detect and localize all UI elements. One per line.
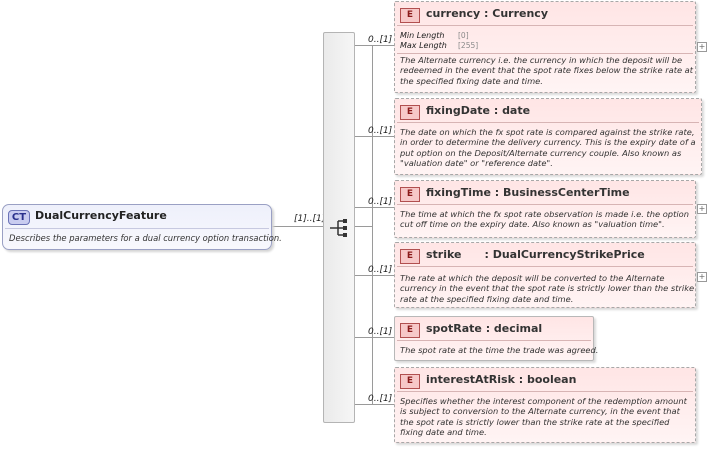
branch-strike: [353, 275, 395, 276]
element-divider: [397, 266, 693, 267]
sequence-icon: [330, 219, 347, 237]
element-spotRate[interactable]: E spotRate : decimal The spot rate at th…: [394, 316, 599, 361]
element-title: interestAtRisk : boolean: [426, 373, 577, 386]
complex-type-description: Describes the parameters for a dual curr…: [9, 233, 282, 243]
facet-max-length-value: [255]: [458, 41, 479, 50]
element-name: fixingTime: [426, 186, 491, 199]
element-type: Currency: [492, 7, 548, 20]
element-type: BusinessCenterTime: [502, 186, 630, 199]
element-divider-2: [397, 53, 693, 54]
expand-strike-icon[interactable]: +: [697, 272, 707, 282]
element-badge: E: [400, 323, 420, 338]
cardinality-currency: 0..[1]: [368, 35, 393, 45]
element-title: fixingTime : BusinessCenterTime: [426, 186, 630, 199]
branch-spotRate: [353, 337, 395, 338]
element-strike[interactable]: E strike : DualCurrencyStrikePrice The r…: [394, 242, 696, 308]
sequence-compositor[interactable]: [323, 32, 355, 423]
element-type: date: [502, 104, 531, 117]
element-currency[interactable]: E currency : Currency Min Length [0] Max…: [394, 1, 696, 93]
cardinality-interestAtRisk: 0..[1]: [368, 394, 393, 404]
element-divider: [397, 340, 591, 341]
facet-max-length-label: Max Length: [400, 41, 447, 50]
sequence-bus: [372, 45, 373, 404]
expand-currency-icon[interactable]: +: [697, 42, 707, 52]
element-divider: [397, 391, 693, 392]
cardinality-fixingDate: 0..[1]: [368, 126, 393, 136]
element-type: decimal: [493, 322, 543, 335]
cardinality-strike: 0..[1]: [368, 265, 393, 275]
element-divider: [397, 25, 693, 26]
element-description: The rate at which the deposit will be co…: [400, 273, 695, 304]
element-badge: E: [400, 8, 420, 23]
element-divider: [397, 204, 693, 205]
facet-min-length-value: [0]: [458, 31, 469, 40]
complex-type-divider: [5, 228, 269, 229]
element-description: The time at which the fx spot rate obser…: [400, 209, 689, 230]
element-name: currency: [426, 7, 481, 20]
connector-seq-out: [353, 226, 372, 227]
element-description: Specifies whether the interest component…: [400, 396, 687, 438]
branch-fixingTime: [353, 207, 395, 208]
complex-type-header: CT DualCurrencyFeature: [3, 205, 271, 227]
element-name: strike: [426, 248, 462, 261]
element-type: DualCurrencyStrikePrice: [492, 248, 645, 261]
complex-type-box[interactable]: CT DualCurrencyFeature Describes the par…: [2, 204, 282, 250]
element-name: interestAtRisk: [426, 373, 515, 386]
branch-currency: [353, 45, 395, 46]
element-fixingDate[interactable]: E fixingDate : date The date on which th…: [394, 98, 702, 175]
element-badge: E: [400, 374, 420, 389]
complex-type-badge: CT: [8, 210, 30, 225]
element-title: fixingDate : date: [426, 104, 531, 117]
element-type: boolean: [526, 373, 577, 386]
element-description: The Alternate currency i.e. the currency…: [400, 55, 694, 86]
connector-ct-to-sequence: [270, 226, 324, 227]
cardinality-spotRate: 0..[1]: [368, 327, 393, 337]
element-badge: E: [400, 105, 420, 120]
element-fixingTime[interactable]: E fixingTime : BusinessCenterTime The ti…: [394, 180, 696, 238]
element-divider: [397, 122, 699, 123]
cardinality-fixingTime: 0..[1]: [368, 197, 393, 207]
element-name: fixingDate: [426, 104, 490, 117]
complex-type-name: DualCurrencyFeature: [35, 209, 167, 222]
element-badge: E: [400, 187, 420, 202]
element-interestAtRisk[interactable]: E interestAtRisk : boolean Specifies whe…: [394, 367, 696, 443]
element-name: spotRate: [426, 322, 482, 335]
branch-interestAtRisk: [353, 404, 395, 405]
element-description: The date on which the fx spot rate is co…: [400, 127, 696, 169]
expand-fixingTime-icon[interactable]: +: [697, 204, 707, 214]
element-title: spotRate : decimal: [426, 322, 543, 335]
branch-fixingDate: [353, 136, 395, 137]
element-title: currency : Currency: [426, 7, 548, 20]
element-description: The spot rate at the time the trade was …: [400, 345, 599, 355]
facet-min-length-label: Min Length: [400, 31, 445, 40]
sequence-cardinality: [1]..[1]: [294, 214, 326, 224]
element-title: strike : DualCurrencyStrikePrice: [426, 248, 645, 261]
element-badge: E: [400, 249, 420, 264]
